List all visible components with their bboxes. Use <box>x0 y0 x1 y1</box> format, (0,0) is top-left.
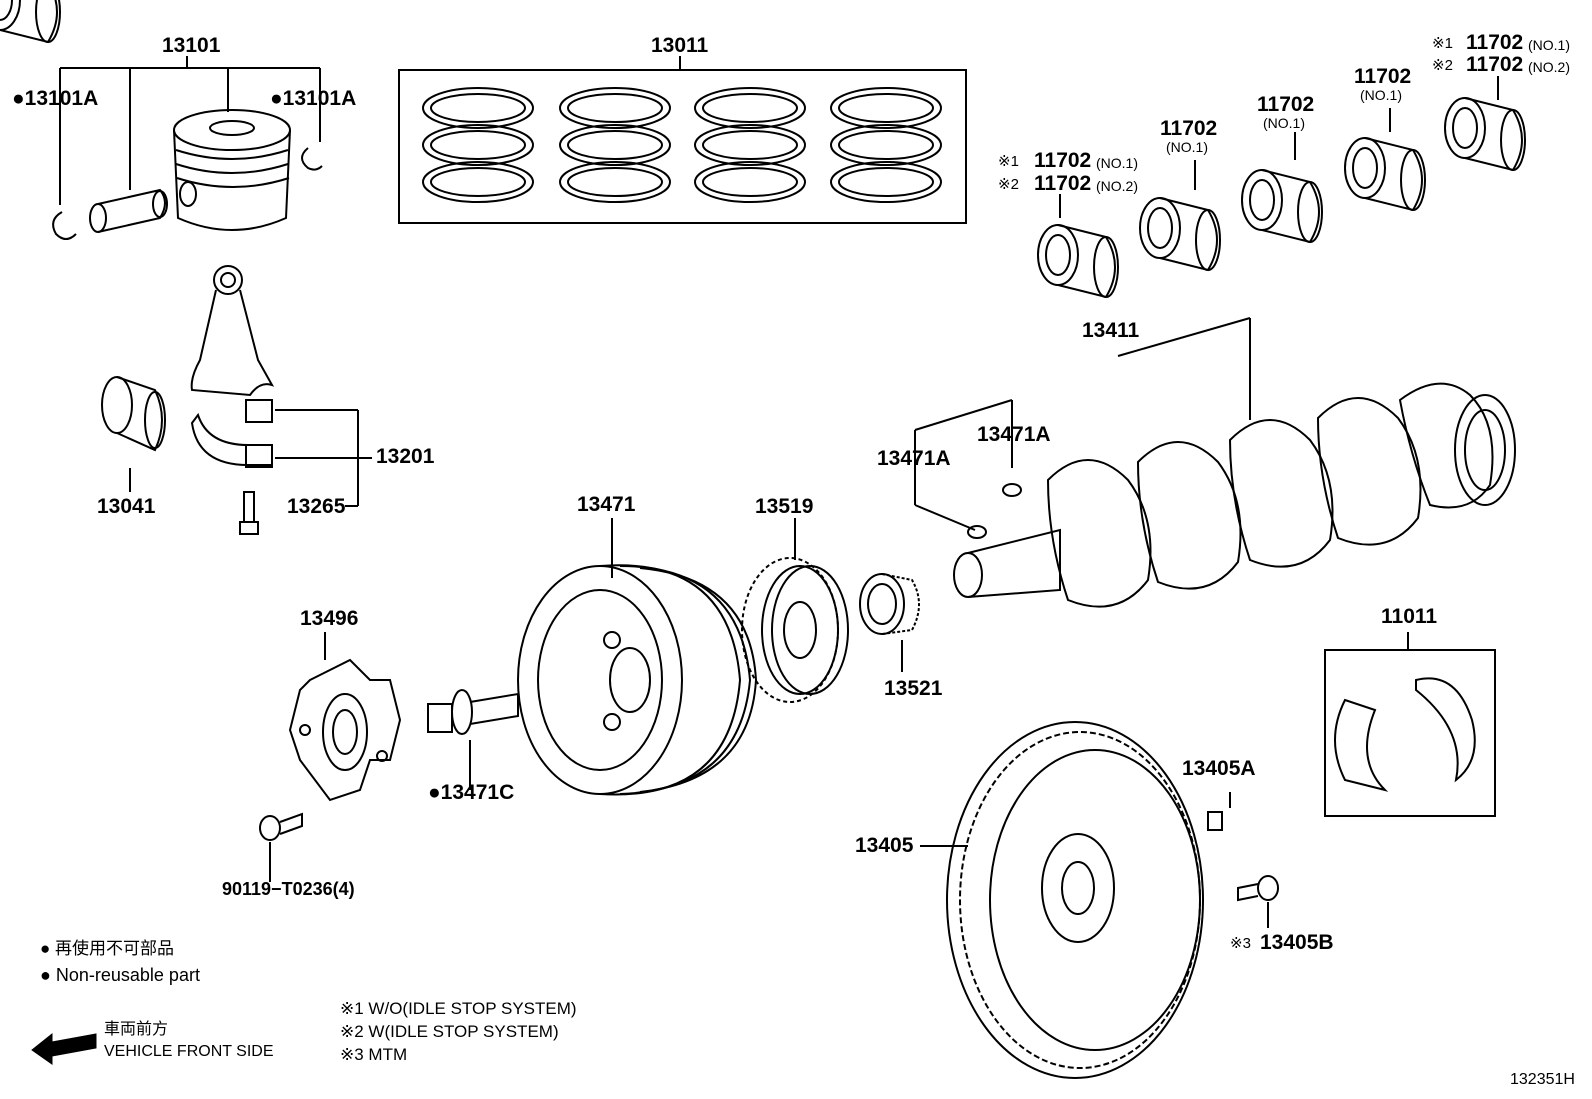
crankshaft-sprocket <box>859 573 920 672</box>
bearing5-sub1: (NO.1) <box>1528 37 1570 53</box>
bearing2-num: 11702 <box>1160 117 1218 140</box>
bearing4-sub: (NO.1) <box>1360 87 1402 103</box>
bearing5-sub2: (NO.2) <box>1528 59 1570 75</box>
drawing-id: 132351H <box>1510 1071 1575 1088</box>
bearing5-num1: 11702 <box>1466 31 1524 54</box>
part-label-13411: 13411 <box>1082 319 1140 342</box>
bearing3-sub: (NO.1) <box>1263 115 1305 131</box>
part-label-13519: 13519 <box>755 495 814 518</box>
part-label-13405: 13405 <box>855 834 914 857</box>
legend-note-1: ※1 W/O(IDLE STOP SYSTEM) <box>340 999 577 1018</box>
pulley-bolt <box>427 689 519 790</box>
part-label-13471c: ●13471C <box>428 781 515 804</box>
crankshaft-bearings <box>0 0 1526 298</box>
note-mark-13405b: ※3 <box>1230 935 1251 952</box>
legend-non-reusable-en: ● Non-reusable part <box>40 965 200 985</box>
bearing1-num2: 11702 <box>1034 172 1092 195</box>
part-label-11011: 11011 <box>1381 605 1438 628</box>
part-label-13101a-right: ●13101A <box>270 87 357 110</box>
part-label-13405b: 13405B <box>1260 931 1334 954</box>
thrust-washer-set <box>1324 632 1496 817</box>
part-label-13101: 13101 <box>162 34 221 57</box>
part-label-13471: 13471 <box>577 493 636 516</box>
bearing1-num1: 11702 <box>1034 149 1092 172</box>
part-label-13405a: 13405A <box>1182 757 1256 780</box>
bearing5-mark2: ※2 <box>1432 57 1453 74</box>
bearing2-sub: (NO.1) <box>1166 139 1208 155</box>
legend-note-2: ※2 W(IDLE STOP SYSTEM) <box>340 1022 559 1041</box>
crankshaft-pulley <box>517 518 758 796</box>
part-label-13471a-upper: 13471A <box>977 423 1051 446</box>
bearing4-num: 11702 <box>1354 65 1412 88</box>
part-label-13101a-left: ●13101A <box>12 87 99 110</box>
bearing5-mark1: ※1 <box>1432 35 1453 52</box>
legend-non-reusable-jp: ● 再使用不可部品 <box>40 939 174 958</box>
bearing1-sub2: (NO.2) <box>1096 178 1138 194</box>
bearing1-sub1: (NO.1) <box>1096 155 1138 171</box>
part-label-13201: 13201 <box>376 445 435 468</box>
bearing3-num: 11702 <box>1257 93 1315 116</box>
arrow-left-icon <box>31 1032 97 1065</box>
legend-front-en: VEHICLE FRONT SIDE <box>104 1043 274 1060</box>
legend-front-jp: 車両前方 <box>104 1021 169 1038</box>
connecting-rod <box>101 265 372 535</box>
part-label-13265: 13265 <box>287 495 346 518</box>
bearing1-mark1: ※1 <box>998 153 1019 170</box>
part-label-13496: 13496 <box>300 607 359 630</box>
timing-gear <box>741 518 849 703</box>
piston-assembly <box>52 56 323 240</box>
part-label-13521: 13521 <box>884 677 943 700</box>
piston-ring-set <box>398 56 967 224</box>
part-label-13011: 13011 <box>651 34 709 57</box>
part-label-13041: 13041 <box>97 495 156 518</box>
flywheel <box>920 721 1279 1079</box>
damper-plate <box>259 632 402 882</box>
bearing1-mark2: ※2 <box>998 176 1019 193</box>
part-label-13471a-lower: 13471A <box>877 447 951 470</box>
bearing5-num2: 11702 <box>1466 53 1524 76</box>
legend-note-3: ※3 MTM <box>340 1045 408 1064</box>
part-label-90119: 90119−T0236(4) <box>222 879 355 899</box>
crankshaft <box>914 317 1516 608</box>
